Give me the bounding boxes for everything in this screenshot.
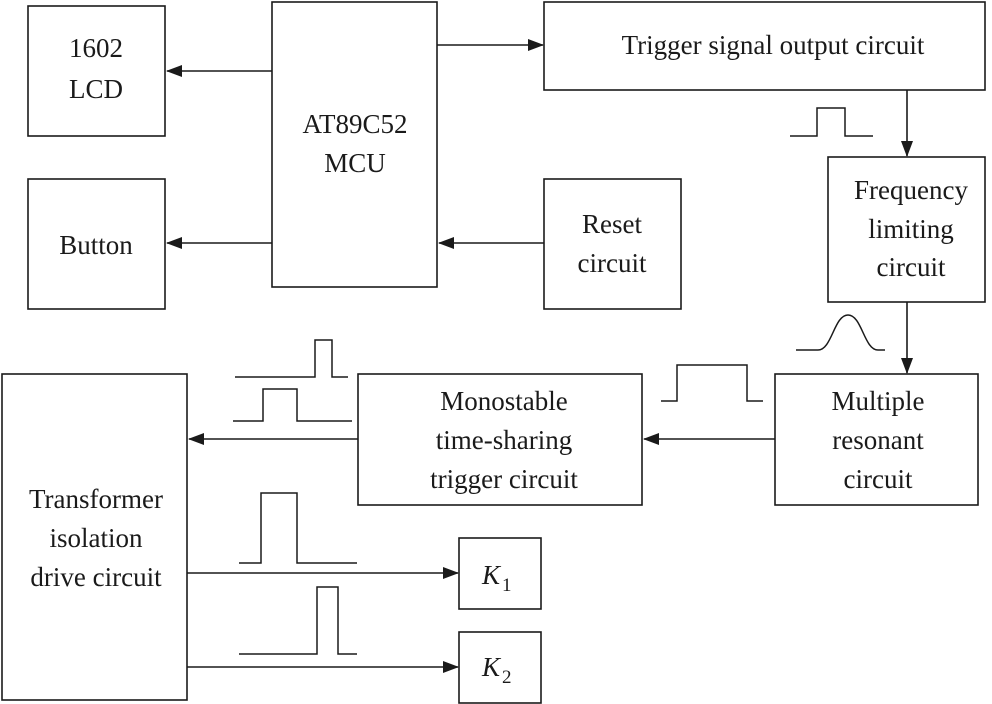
lcd-label-line1: 1602 [69,33,123,63]
resonant-label-line2: resonant [832,425,924,455]
k1-block [458,537,542,610]
mcu-label-line1: AT89C52 [302,109,407,139]
frequency-limiting-block [827,156,986,303]
transformer-label-line1: Transformer [29,484,163,514]
mcu-block [271,1,438,288]
monostable-label-line2: time-sharing [436,425,572,455]
trigger-output-block [543,1,986,91]
lcd-label-line2: LCD [69,74,123,104]
resonant-label-line1: Multiple [832,386,925,416]
multiple-resonant-block [774,373,979,506]
monostable-label-line1: Monostable [440,386,568,416]
narrow-pulse-waveform-top [235,339,348,378]
freq-label-line2: limiting [868,214,954,244]
transformer-label-line3: drive circuit [30,562,162,592]
wide-pulse-waveform-top [233,388,352,422]
monostable-label-line3: trigger circuit [430,464,578,494]
button-label: Button [59,230,133,260]
button-block [27,178,166,310]
freq-label-line1: Frequency [854,175,968,205]
trigger-output-label: Trigger signal output circuit [622,30,925,60]
k2-block [458,631,542,704]
pulse-waveform-k2 [239,586,357,655]
rect-waveform-resonant [661,364,763,402]
transformer-label-line2: isolation [50,523,143,553]
monostable-block [357,373,643,506]
transformer-block [1,373,188,701]
freq-label-line3: circuit [877,252,946,282]
gaussian-waveform-frequency [796,314,885,351]
mcu-label-line2: MCU [324,148,386,178]
resonant-label-line3: circuit [844,464,913,494]
pulse-waveform-k1 [239,492,357,564]
pulse-waveform-trigger [790,107,873,137]
lcd-block [27,5,166,137]
reset-label-line1: Reset [582,209,642,239]
reset-block [543,178,682,310]
reset-label-line2: circuit [578,248,647,278]
